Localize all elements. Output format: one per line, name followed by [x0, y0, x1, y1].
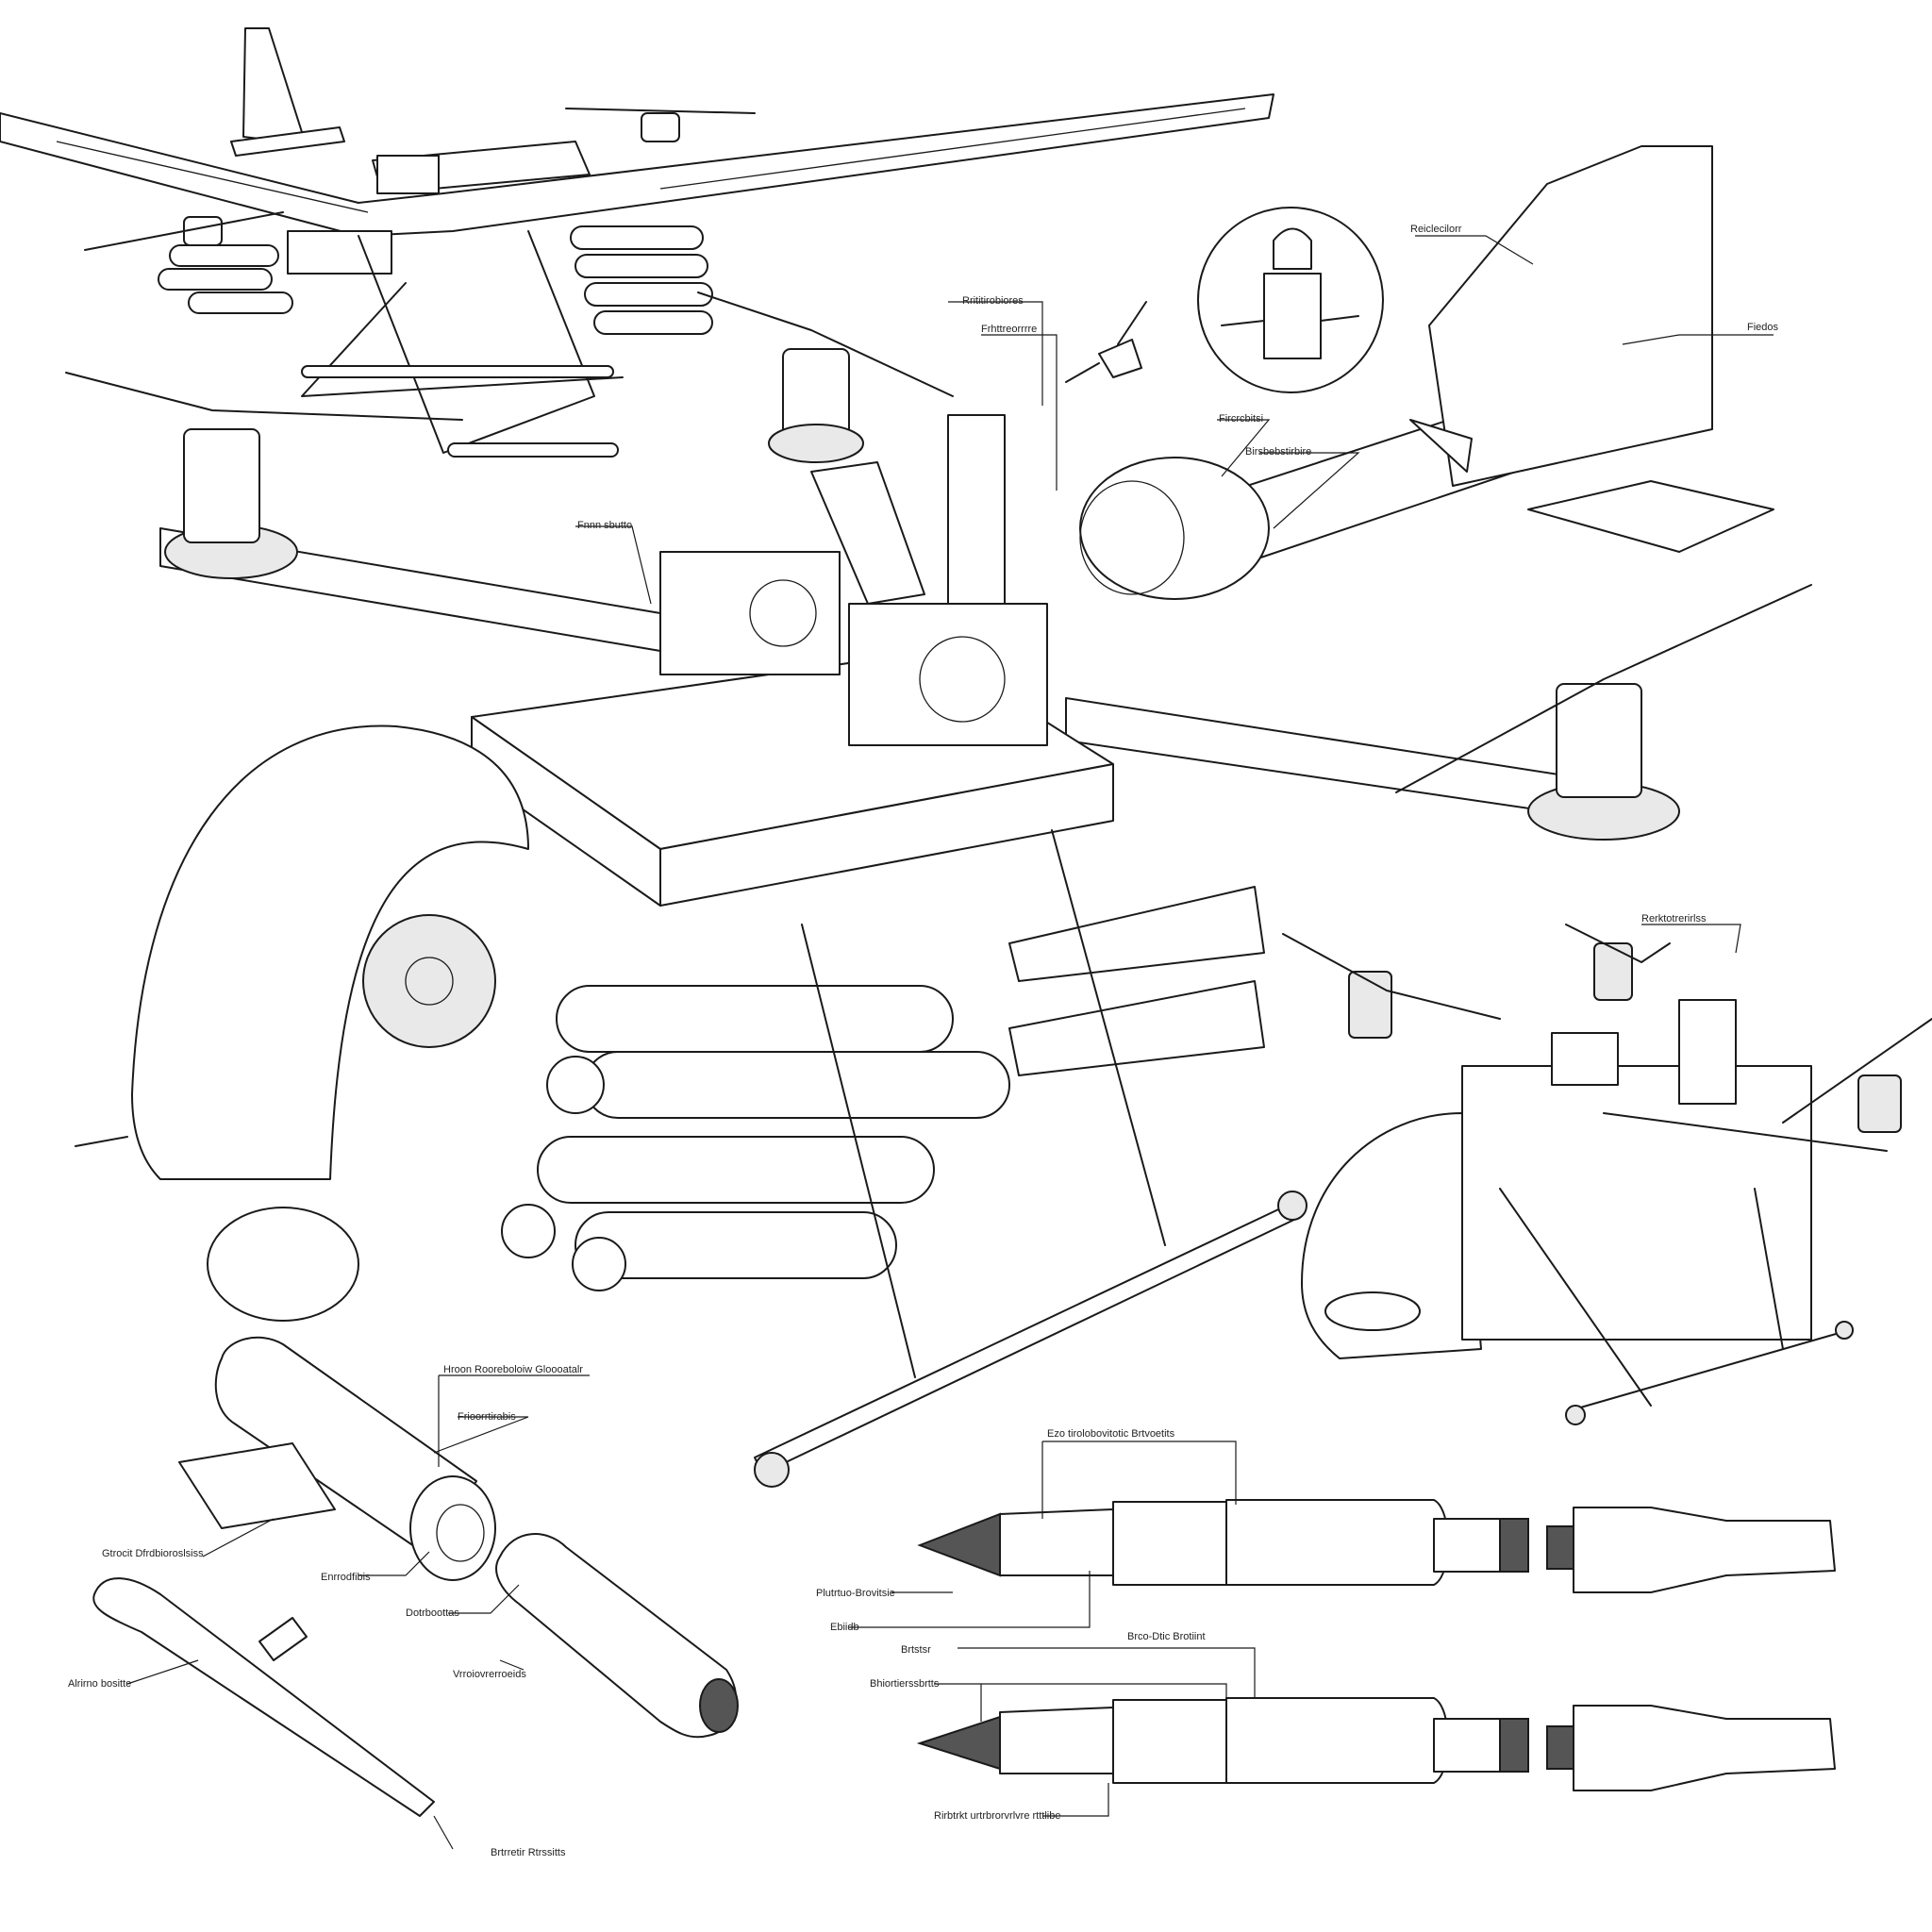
small-probe-part: [1065, 301, 1147, 383]
label-rudder: Reiclecilorr: [1410, 224, 1462, 235]
leader-lines: [126, 235, 1774, 1850]
small-drone-right: [1282, 924, 1932, 1425]
label-missile-f: Alrirno bositte: [68, 1678, 131, 1690]
main-landing-gear: [754, 829, 1307, 1488]
engine-nacelle: [1079, 457, 1270, 600]
rear-left-propeller: [697, 291, 954, 397]
label-avionics: Fnnn sbutto: [577, 520, 632, 531]
label-large-missile: Ezo tirolobovitotic Brtvoetits: [1047, 1428, 1175, 1440]
labels: Reiclecilorr Fiedos Rrititirobiores Frht…: [68, 224, 1779, 1858]
label-large-a: Plutrtuo-Brovitsie: [816, 1588, 895, 1599]
label-large-b: Ebiidb: [830, 1622, 859, 1633]
front-left-propeller: [65, 372, 463, 421]
label-engine-a: Fircrcbitsi: [1219, 413, 1263, 425]
label-missile-a: Frioorrtirabis: [458, 1411, 516, 1423]
top-left-rotors: [84, 108, 756, 251]
label-large-e: Bhiortierssbrtts: [870, 1678, 940, 1690]
label-rear-top-b: Frhttreorrrre: [981, 324, 1037, 335]
label-fin: Fiedos: [1747, 322, 1779, 333]
front-fairing: [131, 724, 529, 1180]
label-rear-top-a: Rrititirobiores: [962, 295, 1024, 307]
vtol-drone-top-left: [0, 27, 1274, 458]
label-large-c: Brtstsr: [901, 1644, 931, 1656]
label-missile-c: Enrrodfibis: [321, 1572, 371, 1583]
label-missile-d: Dotrboottas: [406, 1607, 459, 1619]
large-missile-lower: [916, 1697, 1836, 1791]
front-gear-wheel: [362, 914, 496, 1048]
missile-part-tube: [495, 1533, 739, 1739]
right-motor: [1556, 683, 1642, 798]
label-missile-group: Hroon Rooreboloiw Gloooatalr: [443, 1364, 583, 1375]
front-left-motor: [183, 428, 260, 543]
tail-fin: [1428, 145, 1713, 487]
missile-part-upper: [178, 1336, 496, 1581]
label-missile-b: Gtrocit Dfrdbioroslsiss: [102, 1548, 204, 1559]
top-left-landing-gear: [301, 230, 624, 458]
missile-part-lower-left: [92, 1577, 435, 1817]
label-engine-b: Birsbebstirbire: [1245, 446, 1311, 458]
label-missile-g: Brtrretir Rtrssitts: [491, 1847, 566, 1858]
label-large-d: Brco-Dtic Brotiint: [1127, 1631, 1206, 1642]
main-drone-rocket-pods: [501, 886, 1265, 1291]
tail-stabilizer: [1527, 480, 1774, 553]
right-propeller: [1395, 584, 1812, 793]
top-left-rocket-pods: [158, 225, 713, 335]
detail-inset-circle: [1197, 207, 1384, 393]
label-small-drone: Rerktotrerirlss: [1641, 913, 1707, 924]
engine-block: [848, 603, 1048, 746]
mast-antenna: [947, 414, 1006, 605]
label-large-f: Rirbtrkt urtrbrorvrlvre rtttlibe: [934, 1810, 1060, 1822]
small-drone-frame: [1461, 1065, 1812, 1341]
main-drone: [65, 145, 1812, 1488]
label-missile-e: Vrroiovrerroeids: [453, 1669, 526, 1680]
large-missile-upper: [917, 1499, 1836, 1593]
